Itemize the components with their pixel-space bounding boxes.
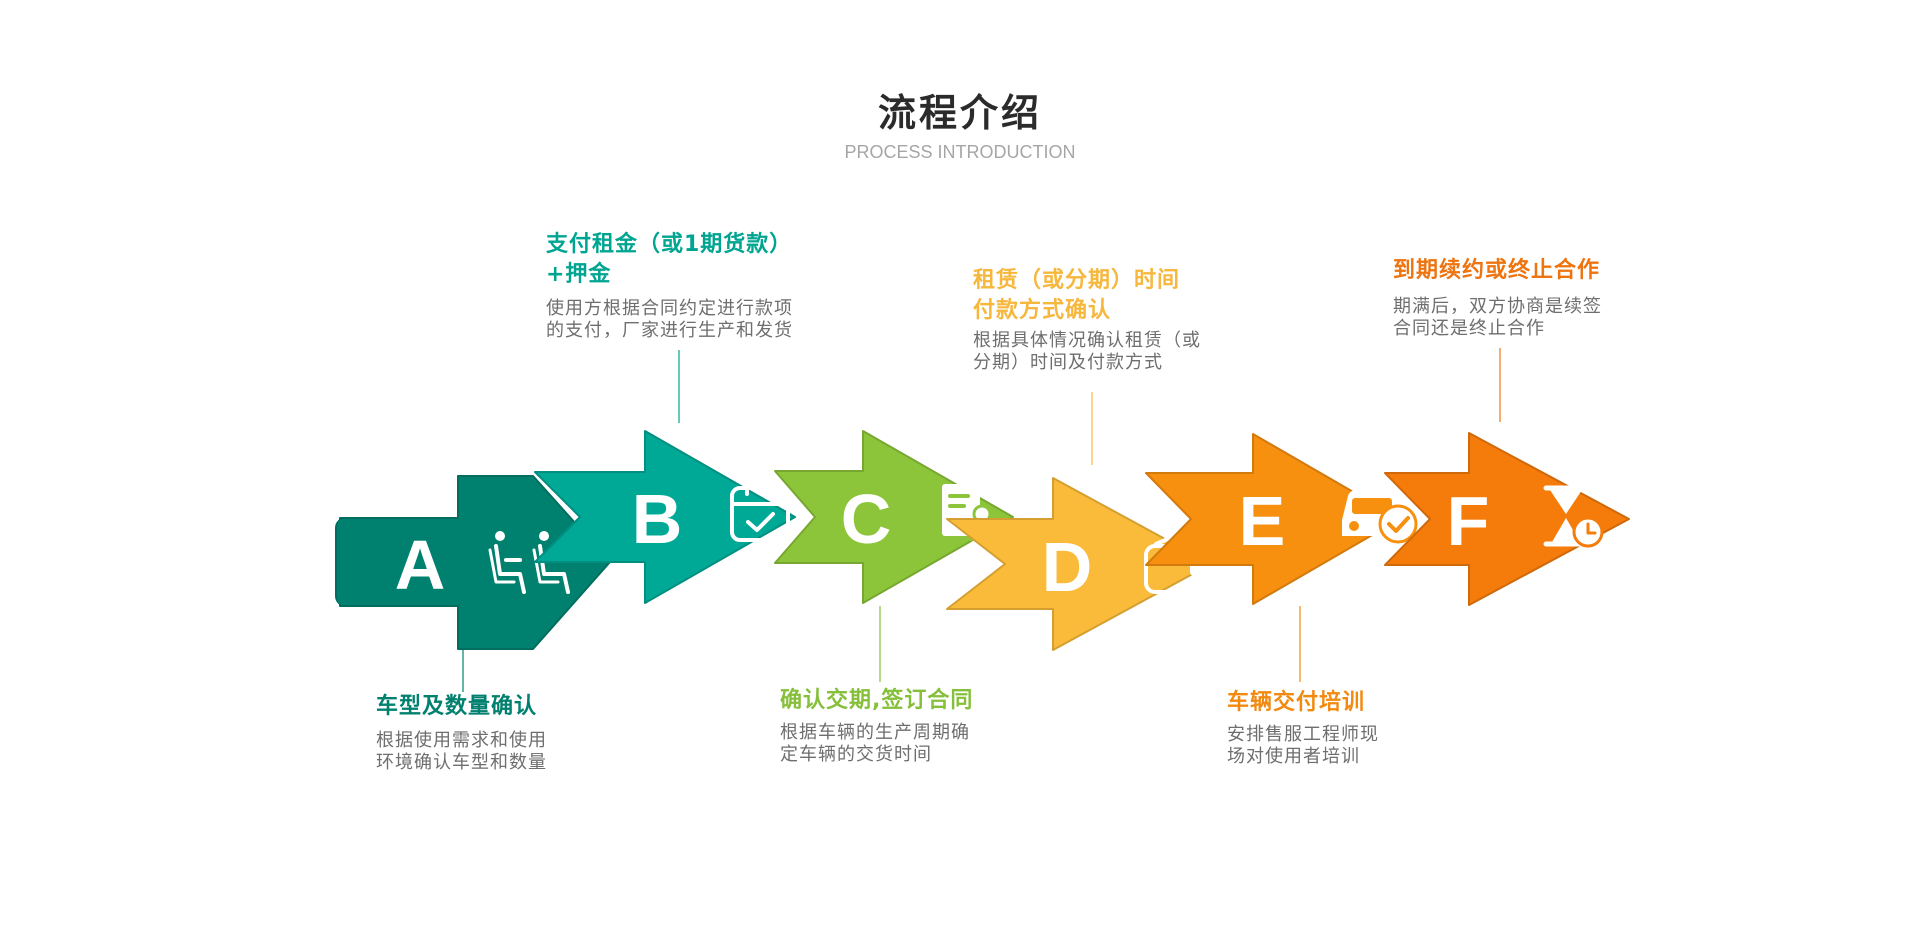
- step-desc-line: 场对使用者培训: [1227, 746, 1360, 767]
- step-desc-line: 期满后，双方协商是续签: [1393, 296, 1602, 317]
- step-arrow-c: C: [774, 430, 1014, 604]
- step-desc-line: 分期）时间及付款方式: [973, 352, 1163, 373]
- step-letter: C: [841, 480, 892, 558]
- step-desc-line: 的支付，厂家进行生产和发货: [546, 320, 793, 341]
- step-arrow-e: E: [1145, 433, 1418, 605]
- step-desc-line: 合同还是终止合作: [1393, 318, 1545, 339]
- step-desc-d: 根据具体情况确认租赁（或分期）时间及付款方式: [973, 330, 1201, 374]
- page-title: 流程介绍: [877, 91, 1042, 135]
- step-title-line: 付款方式确认: [973, 298, 1112, 323]
- hourglass-clock-icon: [1543, 485, 1604, 548]
- step-arrow-f: F: [1384, 432, 1630, 606]
- step-arrow-d: D: [946, 477, 1212, 651]
- step-desc-line: 环境确认车型和数量: [376, 752, 547, 773]
- step-letter: A: [395, 526, 446, 604]
- step-title-line: 租赁（或分期）时间: [973, 268, 1181, 293]
- step-desc-e: 安排售服工程师现场对使用者培训: [1227, 724, 1379, 768]
- step-letter: E: [1239, 482, 1286, 560]
- step-desc-f: 期满后，双方协商是续签合同还是终止合作: [1393, 296, 1602, 340]
- step-desc-line: 根据具体情况确认租赁（或: [973, 330, 1201, 351]
- step-title-b: 支付租金（或1期货款） +押金: [546, 230, 792, 290]
- step-title-line: 支付租金（或1期货款）: [546, 232, 793, 257]
- step-title-a: 车型及数量确认: [376, 692, 537, 722]
- step-letter: F: [1447, 482, 1490, 560]
- step-letter: B: [632, 480, 683, 558]
- step-desc-line: 安排售服工程师现: [1227, 724, 1379, 745]
- step-title-line: 确认交期,签订合同: [780, 688, 974, 713]
- calendar-check-icon: [730, 480, 790, 542]
- step-title-e: 车辆交付培训: [1227, 688, 1365, 718]
- step-title-line: 车型及数量确认: [376, 694, 538, 719]
- step-desc-line: 定车辆的交货时间: [780, 744, 932, 765]
- step-desc-line: 根据车辆的生产周期确: [780, 722, 970, 743]
- step-title-line: 车辆交付培训: [1227, 690, 1366, 715]
- step-title-d: 租赁（或分期）时间付款方式确认: [973, 266, 1180, 326]
- step-title-line: +押金: [546, 262, 612, 287]
- step-desc-c: 根据车辆的生产周期确定车辆的交货时间: [780, 722, 970, 766]
- step-desc-b: 使用方根据合同约定进行款项的支付，厂家进行生产和发货: [546, 298, 793, 342]
- page-subtitle: PROCESS INTRODUCTION: [844, 142, 1076, 162]
- step-desc-line: 根据使用需求和使用: [376, 730, 547, 751]
- step-arrow-b: B: [534, 430, 796, 604]
- step-letter: D: [1042, 528, 1093, 606]
- step-title-line: 到期续约或终止合作: [1393, 258, 1601, 283]
- car-check-icon: [1342, 490, 1418, 544]
- step-title-c: 确认交期,签订合同: [780, 686, 973, 716]
- step-title-f: 到期续约或终止合作: [1393, 256, 1600, 286]
- step-desc-a: 根据使用需求和使用环境确认车型和数量: [376, 730, 547, 774]
- step-desc-line: 使用方根据合同约定进行款项: [546, 298, 793, 319]
